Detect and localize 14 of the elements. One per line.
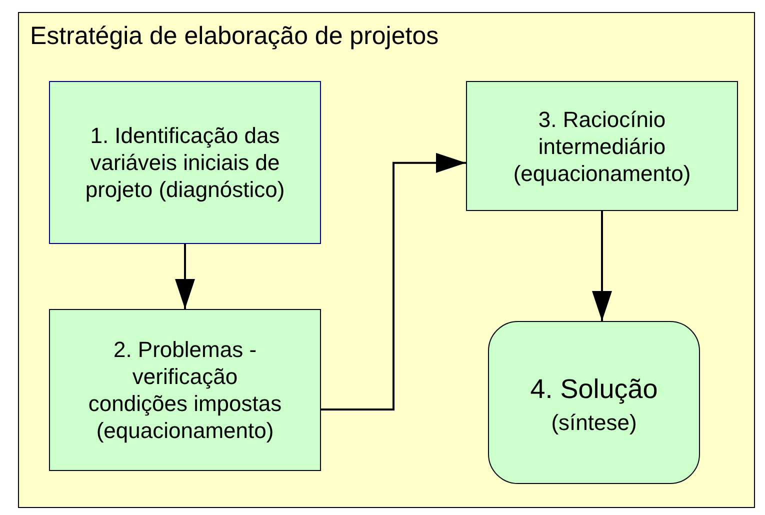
arrow	[175, 244, 195, 309]
panel-label: Estratégia de elaboração de projetos	[30, 23, 439, 50]
diagram-panel	[18, 12, 755, 508]
process-box	[466, 81, 738, 211]
box-text: 3. Raciocínio intermediário (equacionamento)	[512, 106, 692, 186]
arrow	[592, 211, 612, 321]
arrow	[321, 152, 466, 410]
box-text: 2. Problemas - verificação condições impostas (equacionamento)	[87, 336, 283, 444]
process-box	[49, 309, 321, 471]
box-text: (síntese)	[551, 409, 637, 436]
box-text: 4. Solução	[530, 373, 658, 406]
process-box	[49, 81, 321, 244]
box-text: 1. Identificação das variáveis iniciais de projeto (diagnóstico)	[84, 122, 286, 203]
rounded-result-box	[488, 321, 700, 484]
